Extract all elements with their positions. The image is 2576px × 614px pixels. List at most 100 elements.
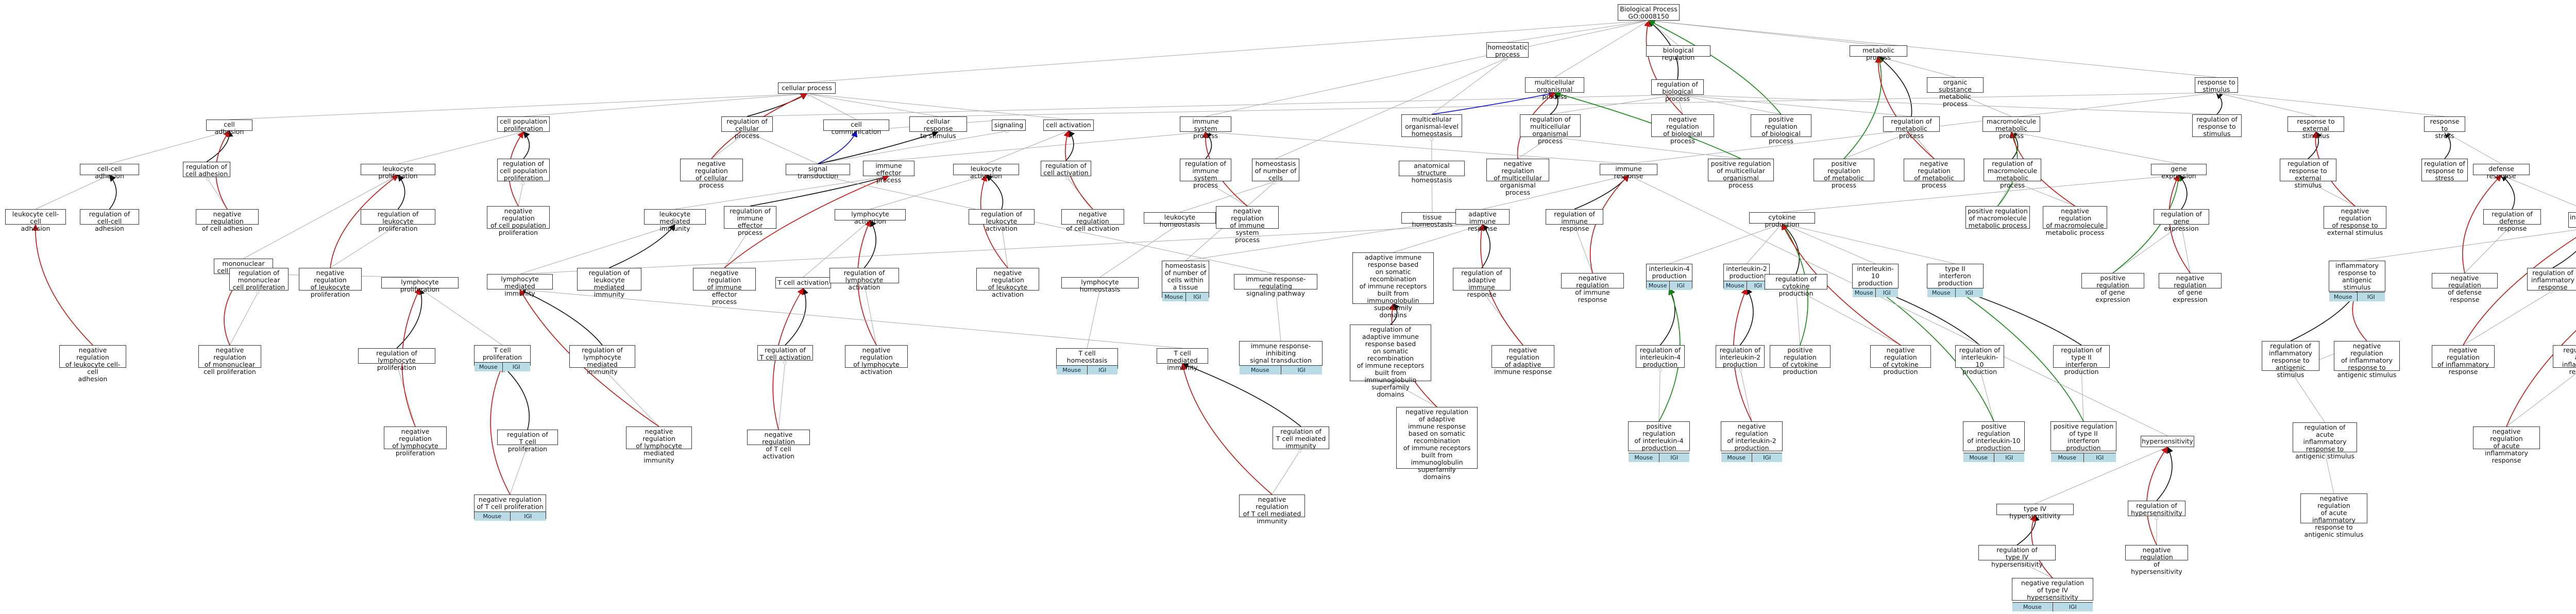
go-term-negreggeneexp[interactable]: negative regulation of gene expression xyxy=(2159,273,2222,303)
go-term-posregcyt[interactable]: positive regulation of cytokine producti… xyxy=(1770,345,1831,376)
go-term-regrespext[interactable]: regulation of response to external stimu… xyxy=(2280,159,2336,189)
go-term-respext[interactable]: response to external stimulus xyxy=(2287,116,2344,140)
go-term-immregsig[interactable]: immune response-regulating signaling pat… xyxy=(1234,274,1317,297)
go-term-defresp[interactable]: defense response xyxy=(2473,164,2530,180)
go-term-negregimmeff[interactable]: negative regulation of immune effector p… xyxy=(693,268,756,305)
go-term-regmacro[interactable]: regulation of macromolecule metabolic pr… xyxy=(1984,159,2041,189)
go-term-leukcelladh[interactable]: leukocyte cell-cell adhesion xyxy=(5,209,66,232)
go-term-negregadapt[interactable]: negative regulation of adaptive immune r… xyxy=(1492,345,1554,376)
go-term-regcellcelladh[interactable]: regulation of cell-cell adhesion xyxy=(80,209,139,232)
go-term-regcellact[interactable]: regulation of cell activation xyxy=(1041,161,1091,177)
go-term-posregil4[interactable]: positive regulation of interleukin-4 pro… xyxy=(1628,421,1690,462)
go-term-homproc[interactable]: homeostatic process xyxy=(1486,42,1529,58)
go-term-negregimmsys[interactable]: negative regulation of immune system pro… xyxy=(1216,206,1279,244)
go-term-negregmulti[interactable]: negative regulation of multicellular org… xyxy=(1486,159,1549,196)
go-term-negregleukact[interactable]: negative regulation of leukocyte activat… xyxy=(976,268,1039,298)
go-term-negregcellpop[interactable]: negative regulation of cell population p… xyxy=(487,206,550,236)
go-term-regtcellact[interactable]: regulation of T cell activation xyxy=(757,345,813,361)
go-term-regdefresp[interactable]: regulation of defense response xyxy=(2483,209,2541,232)
go-term-regil4[interactable]: regulation of interleukin-4 production xyxy=(1636,345,1685,368)
go-term-biolreg[interactable]: biological regulation xyxy=(1646,45,1710,61)
go-term-regleukmed[interactable]: regulation of leukocyte mediated immunit… xyxy=(577,268,641,298)
go-term-negregadaptsom[interactable]: negative regulation of adaptive immune r… xyxy=(1396,407,1478,481)
go-term-negregcyt[interactable]: negative regulation of cytokine producti… xyxy=(1870,345,1931,376)
go-term-adaptsom[interactable]: adaptive immune response based on somati… xyxy=(1352,252,1434,319)
go-term-regcelladh[interactable]: regulation of cell adhesion xyxy=(183,162,230,178)
go-term-multicell[interactable]: multicellular organismal process xyxy=(1525,77,1584,100)
go-term-regleukact[interactable]: regulation of leukocyte activation xyxy=(969,209,1035,232)
go-term-reghyper[interactable]: regulation of hypersensitivity xyxy=(2128,501,2185,517)
go-term-regbio[interactable]: regulation of biological process xyxy=(1651,79,1704,103)
go-term-geneexp[interactable]: gene expression xyxy=(2151,164,2207,180)
go-term-regil10[interactable]: regulation of interleukin-10 production xyxy=(1955,345,2004,376)
go-term-lymphact[interactable]: lymphocyte activation xyxy=(835,209,906,225)
go-term-signaling[interactable]: signaling xyxy=(992,120,1026,131)
go-term-negregacute[interactable]: negative regulation of acute inflammator… xyxy=(2473,427,2540,464)
go-term-regtype4[interactable]: regulation of type IV hypersensitivity xyxy=(1978,545,2056,568)
go-term-cellcelladh[interactable]: cell-cell adhesion xyxy=(80,164,139,180)
go-term-cellresp[interactable]: cellular response to stimulus xyxy=(909,116,967,140)
go-term-macromol[interactable]: macromolecule metabolic process xyxy=(1982,116,2040,140)
go-term-inflresp[interactable]: inflammatory response xyxy=(2568,212,2576,228)
go-term-immregtrans[interactable]: immune response-inhibiting signal transd… xyxy=(1239,341,1323,374)
go-term-homcells[interactable]: homeostasis of number of cells within a … xyxy=(1162,261,1209,301)
go-term-regimmsys[interactable]: regulation of immune system process xyxy=(1180,159,1231,189)
go-term-negreginfl[interactable]: negative regulation of inflammatory resp… xyxy=(2334,341,2400,379)
go-term-posregifn[interactable]: positive regulation of type II interfero… xyxy=(2050,421,2116,462)
go-term-reglymphmed[interactable]: regulation of lymphocyte mediated immuni… xyxy=(569,345,635,376)
go-term-cellcomm[interactable]: cell communication xyxy=(823,120,889,135)
go-term-posreggeneexp[interactable]: positive regulation of gene expression xyxy=(2081,273,2144,303)
go-term-multireg[interactable]: multicellular organismal-level homeostas… xyxy=(1401,114,1462,138)
go-term-sigtrans[interactable]: signal transduction xyxy=(786,164,850,180)
go-term-regrespstress[interactable]: regulation of response to stress xyxy=(2421,159,2468,182)
go-term-posregmulti[interactable]: positive regulation of multicellular org… xyxy=(1708,159,1774,189)
go-term-regmet[interactable]: regulation of metabolic process xyxy=(1883,116,1940,140)
go-term-cellact[interactable]: cell activation xyxy=(1043,120,1094,131)
go-term-reggeneexp[interactable]: regulation of gene expression xyxy=(2154,209,2209,232)
go-term-negregcellact[interactable]: negative regulation of cell activation xyxy=(1061,209,1124,232)
go-term-cytprod[interactable]: cytokine production xyxy=(1749,212,1815,228)
go-term-negreglymphmed[interactable]: negative regulation of lymphocyte mediat… xyxy=(626,427,692,464)
go-term-negregmononuc[interactable]: negative regulation of mononuclear cell … xyxy=(198,345,261,376)
go-term-regil2[interactable]: regulation of interleukin-2 production xyxy=(1716,345,1765,368)
go-term-negreglymphact[interactable]: negative regulation of lymphocyte activa… xyxy=(845,345,908,376)
go-term-leukmed[interactable]: leukocyte mediated immunity xyxy=(644,209,706,232)
go-term-tisshom[interactable]: tissue homeostasis xyxy=(1401,212,1463,228)
go-term-negregtcellprol[interactable]: negative regulation of T cell proliferat… xyxy=(474,494,546,521)
go-term-inflant[interactable]: inflammatory response to antigenic stimu… xyxy=(2329,261,2385,301)
go-term-tcellact[interactable]: T cell activation xyxy=(775,277,831,288)
go-term-regimmresp[interactable]: regulation of immune response xyxy=(1546,209,1603,232)
go-term-regmulti[interactable]: regulation of multicellular organismal p… xyxy=(1520,114,1581,145)
go-term-hypersens[interactable]: hypersensitivity xyxy=(2141,436,2194,447)
go-term-reglymphprol[interactable]: regulation of lymphocyte proliferation xyxy=(358,348,435,371)
go-term-cellpop[interactable]: cell population proliferation xyxy=(497,116,550,132)
go-term-posregmet[interactable]: positive regulation of metabolic process xyxy=(1814,159,1874,189)
go-term-tcellmed[interactable]: T cell mediated immunity xyxy=(1157,348,1208,371)
go-term-negregmet[interactable]: negative regulation of metabolic process xyxy=(1904,159,1964,189)
go-term-regacute[interactable]: regulation of acute inflammatory respons… xyxy=(2553,345,2576,376)
go-term-negregtcellmed[interactable]: negative regulation of T cell mediated i… xyxy=(1239,494,1305,525)
go-term-leukhom[interactable]: leukocyte homeostasis xyxy=(1144,212,1216,228)
go-term-negregdefresp[interactable]: negative regulation of defense response xyxy=(2432,273,2498,303)
go-term-negregimmresp[interactable]: negative regulation of immune response xyxy=(1561,273,1624,303)
go-term-regimmeff[interactable]: regulation of immune effector process xyxy=(724,206,776,236)
go-term-lymphprol[interactable]: lymphocyte proliferation xyxy=(381,277,459,293)
go-term-regifn[interactable]: regulation of type II interferon product… xyxy=(2053,345,2110,376)
go-term-negregcell[interactable]: negative regulation of cellular process xyxy=(680,159,743,189)
go-term-orgsub[interactable]: organic substance metabolic process xyxy=(1927,77,1984,108)
go-term-regcellpop[interactable]: regulation of cell population proliferat… xyxy=(497,159,550,182)
go-term-reginfl[interactable]: regulation of inflammatory response xyxy=(2527,268,2576,291)
go-term-celladh[interactable]: cell adhesion xyxy=(206,120,252,135)
go-term-negregbio[interactable]: negative regulation of biological proces… xyxy=(1651,114,1714,145)
go-term-negregrespext[interactable]: negative regulation of response to exter… xyxy=(2324,206,2386,236)
go-term-negregleukcelladh[interactable]: negative regulation of leukocyte cell-ce… xyxy=(59,345,126,383)
go-term-posregbio[interactable]: positive regulation of biological proces… xyxy=(1751,114,1811,145)
go-term-homnum[interactable]: homeostasis of number of cells xyxy=(1252,159,1299,182)
go-term-posregil10[interactable]: positive regulation of interleukin-10 pr… xyxy=(1963,421,2025,462)
go-term-lymphmed[interactable]: lymphocyte mediated immunity xyxy=(487,274,553,297)
